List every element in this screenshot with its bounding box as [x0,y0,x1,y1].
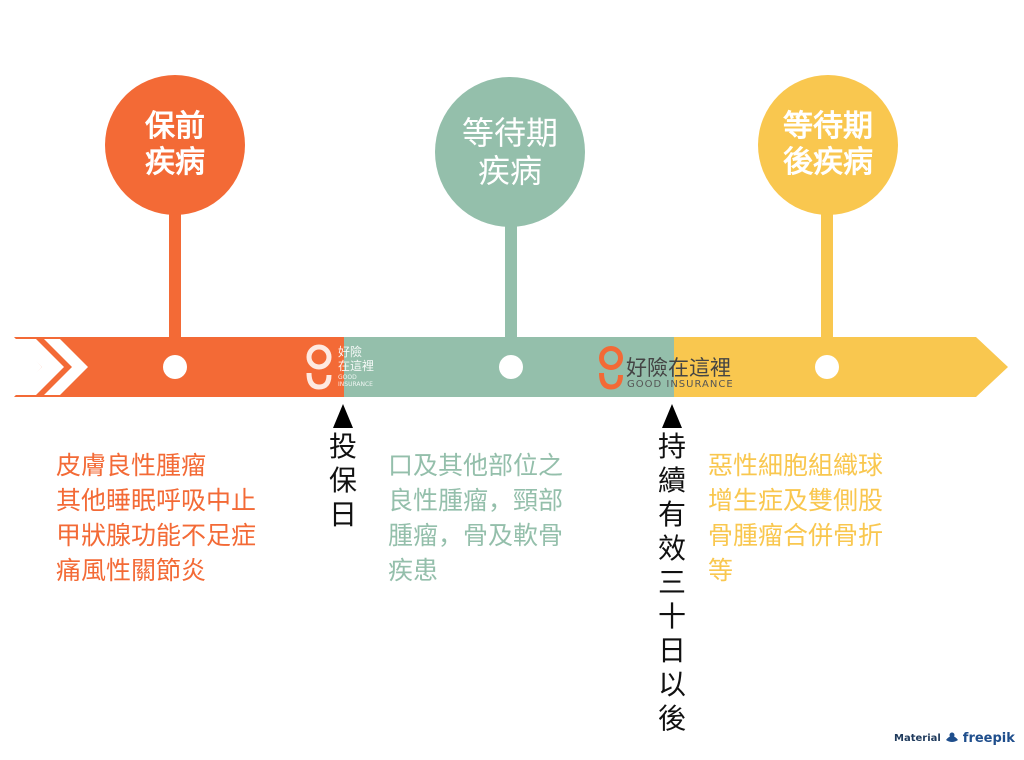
chevron-icon [44,339,88,395]
stage-title-line: 疾病 [477,152,542,190]
description-before: 皮膚良性腫瘤 其他睡眠呼吸中止 甲狀腺功能不足症 痛風性關節炎 [56,451,257,585]
credit-prefix: Material [894,732,941,744]
logo-sub-large: GOOD INSURANCE [627,379,734,390]
logo-sub-small: GOOD INSURANCE [338,374,373,388]
stage-circle-waiting: 等待期 疾病 [435,77,585,227]
marker-after-30-days: 持 續 有 效 三 十 日 以 後 [657,430,686,735]
credit-brand: freepik [962,730,1015,746]
stage-title-line: 後疾病 [783,145,873,180]
stage-title-line: 保前 [145,109,205,144]
timeline-dot [499,355,523,379]
logo-name-small: 好險 在這裡 [338,345,375,373]
stage-stem [821,205,833,340]
stage-stem [505,210,517,340]
marker-arrow-icon [333,404,353,428]
g-logo-icon [599,346,623,390]
stage-title-line: 等待期 [783,109,873,144]
marker-enrollment-day: 投 保 日 [328,430,357,531]
stage-circle-after: 等待期 後疾病 [758,75,898,215]
g-logo-icon [306,344,332,390]
stage-title-line: 疾病 [145,145,205,180]
stage-circle-before: 保前 疾病 [105,75,245,215]
logo-name-large: 好險在這裡 [626,356,731,380]
chevron-icon [14,339,64,395]
credit: Material freepik [894,728,1015,748]
timeline-segment-after [674,337,1008,397]
stage-title-line: 等待期 [461,113,558,152]
freepik-mascot-icon [945,732,958,742]
timeline-dot [815,355,839,379]
description-waiting: 口及其他部位之 良性腫瘤，頸部 腫瘤，骨及軟骨 疾患 [388,451,564,585]
marker-arrow-icon [662,404,682,428]
stage-stem [169,200,181,340]
description-after: 惡性細胞組織球 增生症及雙側股 骨腫瘤合併骨折 等 [708,451,884,585]
timeline-dot [163,355,187,379]
